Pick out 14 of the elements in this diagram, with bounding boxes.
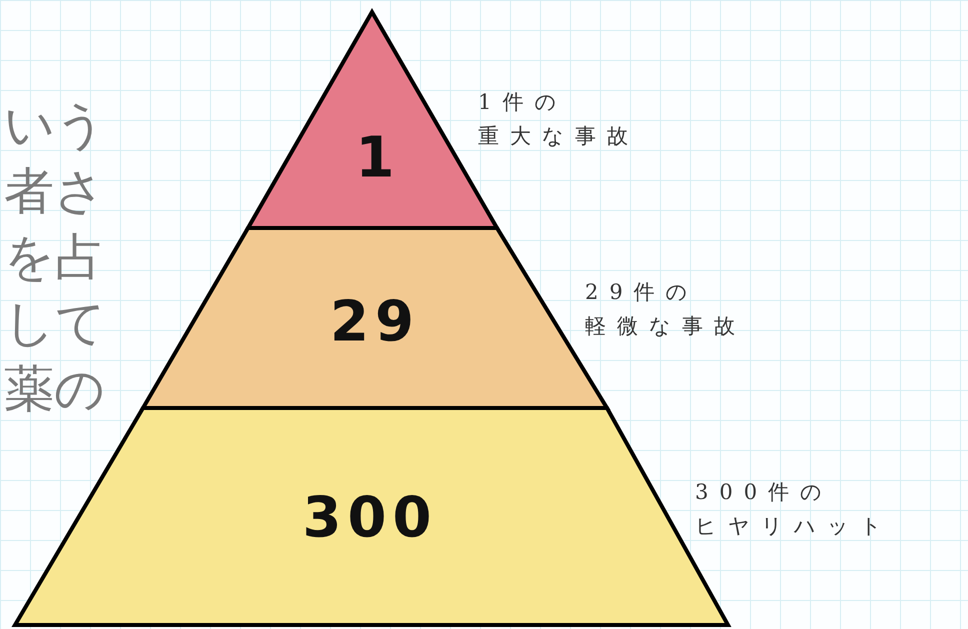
tier-description: 軽微な事故 — [585, 313, 746, 340]
handwritten-text: して — [4, 293, 106, 354]
handwritten-text: いう — [4, 95, 106, 156]
handwritten-text: 者さ — [4, 161, 105, 222]
tier-count-caption: 1件の — [478, 89, 568, 116]
tier-count: 1 — [356, 126, 400, 190]
tier-count-caption: 29件の — [585, 279, 699, 306]
tier-count-caption: 300件の — [695, 479, 834, 506]
handwritten-text: を占 — [4, 227, 105, 288]
tier-description: 重大な事故 — [478, 123, 639, 150]
tier-count: 29 — [330, 290, 420, 354]
tier-count: 300 — [302, 486, 438, 550]
tier-description: ヒヤリハット — [695, 513, 893, 540]
handwritten-text: 薬の — [4, 359, 105, 420]
